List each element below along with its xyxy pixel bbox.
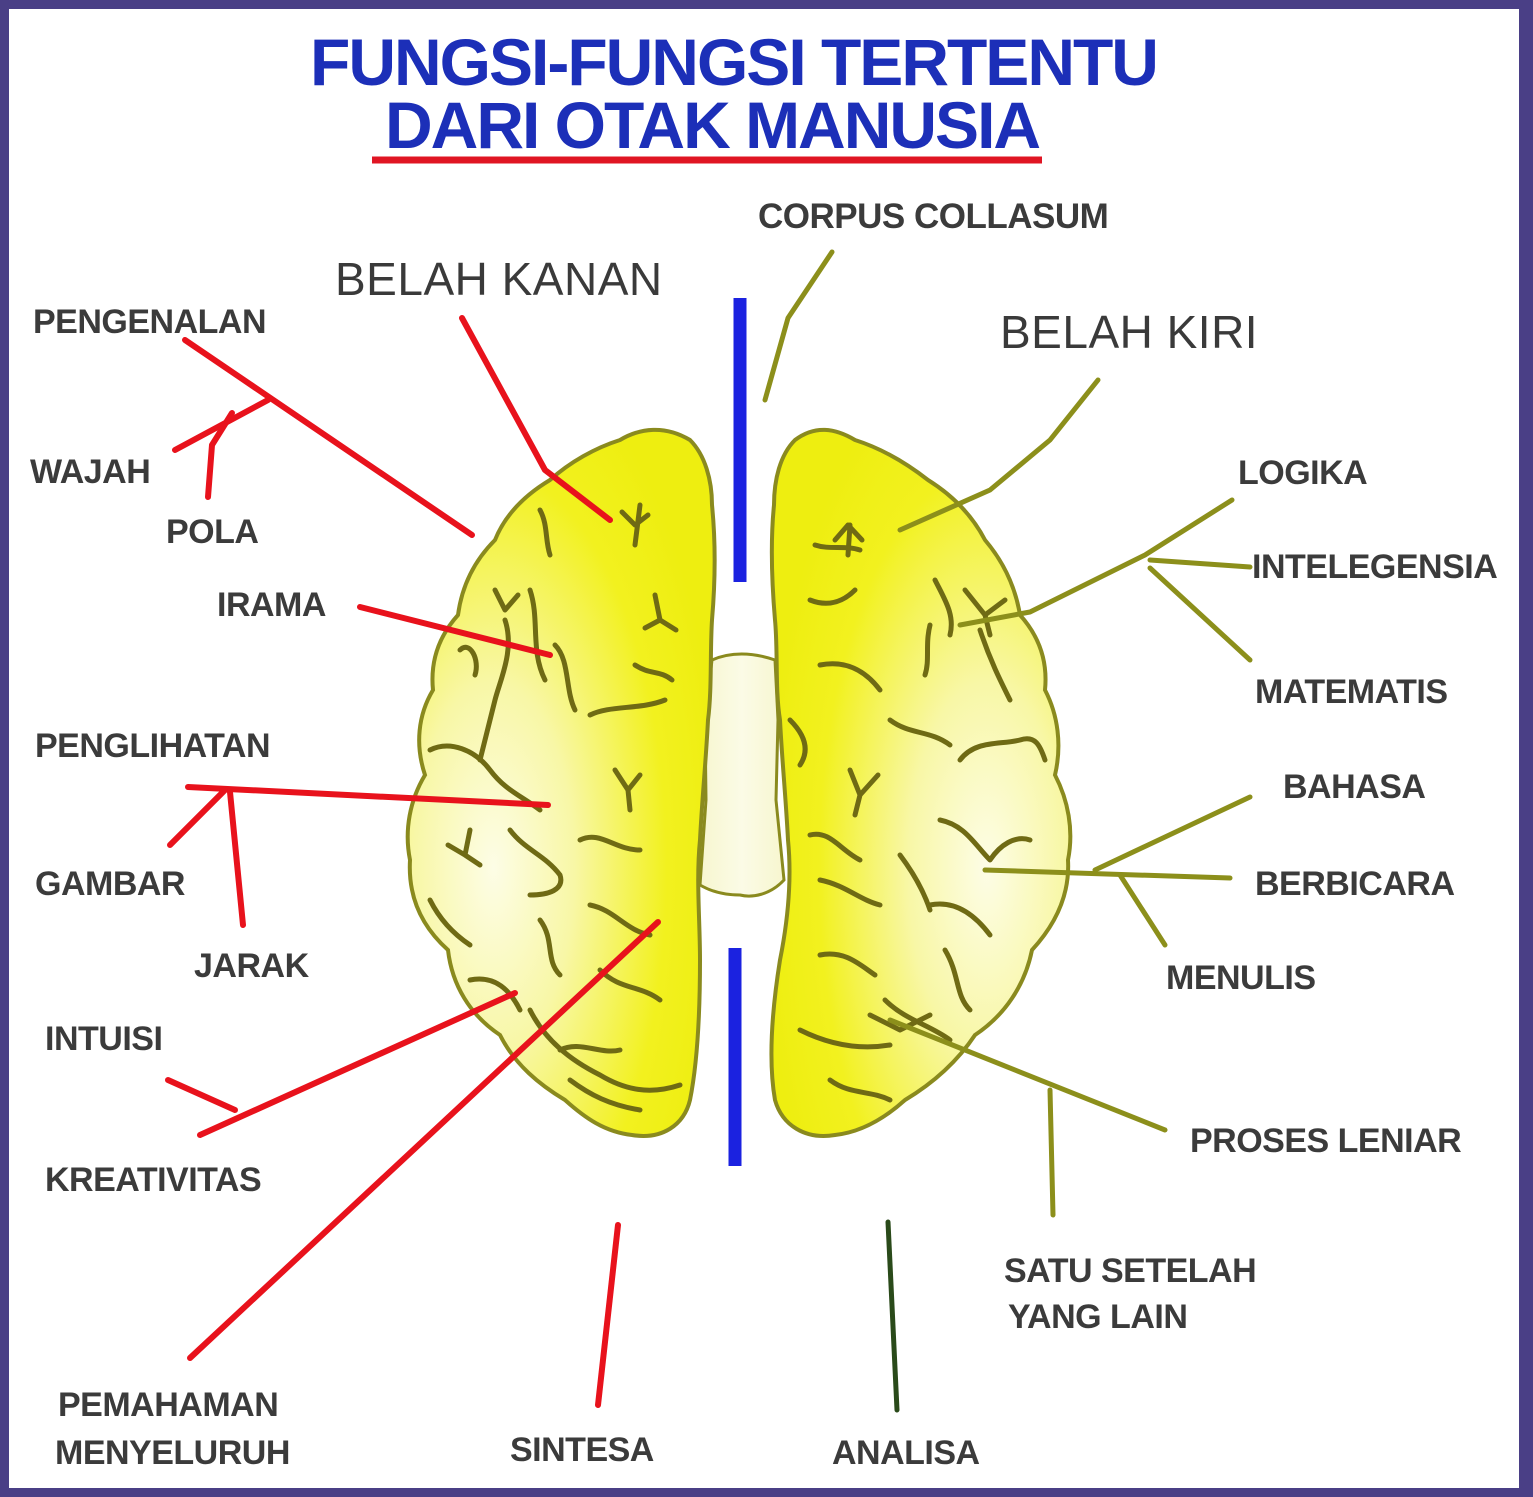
title-line-2: DARI OTAK MANUSIA	[385, 88, 1039, 162]
line-bahasa	[1092, 794, 1253, 873]
line-menulis	[1117, 872, 1168, 948]
line-proses	[887, 1017, 1168, 1133]
label-logika: LOGIKA	[1238, 454, 1367, 492]
left-connectors	[762, 249, 1253, 1413]
line-corpus	[762, 249, 835, 403]
label-penglihatan: PENGLIHATAN	[35, 727, 270, 765]
label-analisa: ANALISA	[832, 1434, 980, 1472]
label-intuisi: INTUISI	[45, 1020, 162, 1058]
label-bahasa: BAHASA	[1283, 768, 1425, 806]
brain-illustration	[405, 427, 1073, 1138]
label-sintesa: SINTESA	[510, 1431, 654, 1469]
label-matematis: MATEMATIS	[1255, 673, 1448, 711]
label-satu-setelah-line-1: SATU SETELAH	[1004, 1252, 1256, 1290]
line-gambar	[167, 787, 228, 848]
label-irama: IRAMA	[217, 586, 326, 624]
label-gambar: GAMBAR	[35, 865, 185, 903]
line-analisa	[885, 1219, 900, 1413]
line-berbicara	[982, 867, 1233, 881]
line-penglihatan	[185, 784, 551, 808]
line-intuisi	[165, 1077, 238, 1113]
right-connectors	[165, 315, 661, 1408]
line-irama	[357, 604, 553, 658]
right-hemisphere	[405, 427, 717, 1138]
label-proses-leniar: PROSES LENIAR	[1190, 1122, 1461, 1160]
line-pemahaman	[187, 919, 661, 1361]
line-jarak	[227, 789, 246, 928]
line-belah-kiri	[897, 377, 1101, 533]
line-kreativitas	[197, 990, 518, 1138]
line-pola	[205, 410, 235, 500]
corpus-callosum	[698, 652, 786, 898]
label-kreativitas: KREATIVITAS	[45, 1161, 261, 1199]
label-belah-kanan: BELAH KANAN	[335, 253, 663, 305]
label-corpus-collasum: CORPUS COLLASUM	[758, 197, 1108, 236]
label-jarak: JARAK	[194, 947, 310, 985]
title-line-1: FUNGSI-FUNGSI TERTENTU	[310, 25, 1157, 99]
label-pemahaman-line-1: PEMAHAMAN	[58, 1386, 278, 1424]
line-belah-kanan	[459, 315, 613, 523]
label-pola: POLA	[166, 513, 258, 551]
label-pengenalan: PENGENALAN	[33, 303, 266, 341]
line-matematis	[1147, 565, 1253, 663]
label-belah-kiri: BELAH KIRI	[1000, 306, 1258, 358]
label-intelegensia: INTELEGENSIA	[1252, 548, 1497, 586]
line-intelegensia	[1147, 557, 1253, 570]
line-satu	[1047, 1087, 1056, 1218]
label-berbicara: BERBICARA	[1255, 865, 1455, 903]
label-menulis: MENULIS	[1166, 959, 1316, 997]
line-pengenalan	[182, 337, 475, 538]
line-sintesa	[595, 1222, 621, 1408]
label-wajah: WAJAH	[30, 453, 150, 491]
label-pemahaman-line-2: MENYELURUH	[55, 1434, 290, 1472]
label-satu-setelah-line-2: YANG LAIN	[1008, 1298, 1187, 1336]
line-logika	[957, 497, 1235, 628]
